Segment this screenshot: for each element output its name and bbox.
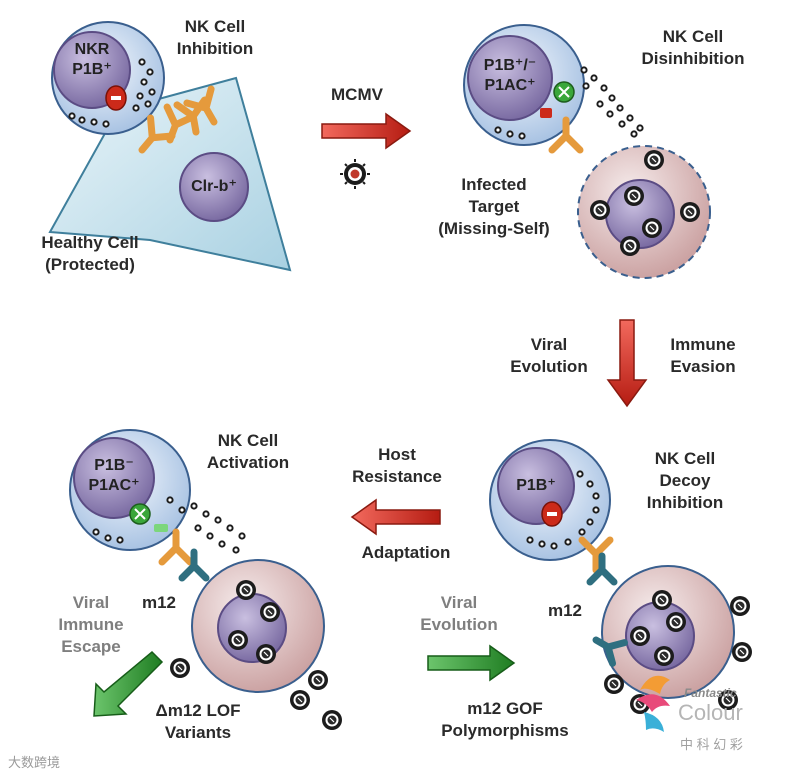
target-label-tl: Healthy Cell (Protected) (20, 232, 160, 276)
m12-label-bl: m12 (141, 593, 177, 612)
lof-variants-line2: Variants (164, 723, 232, 742)
nk-label-tl-line2: Inhibition (176, 39, 254, 58)
nk-label-br-line3: Inhibition (646, 493, 724, 512)
panel-healthy-inhibition (48, 21, 292, 272)
lof-variants-label: Δm12 LOF Variants (136, 700, 260, 744)
immune-evasion-line1: Immune (670, 335, 736, 354)
receptor-tr (540, 108, 580, 150)
nk-label-bl: NK Cell Activation (188, 430, 308, 474)
m12-label-br: m12 (547, 601, 583, 620)
nk-nucleus-bl (73, 437, 155, 519)
mcmv-label: MCMV (331, 85, 383, 104)
receptor-tl-line1: NKR (74, 41, 110, 58)
receptor-label-bl: P1B⁻ P1AC⁺ (78, 456, 150, 496)
watermark-brand-line1: Fantastic (684, 686, 737, 700)
receptor-tr-line1: P1B⁺/⁻ (483, 57, 537, 74)
nk-label-tl: NK Cell Inhibition (160, 16, 270, 60)
immune-evasion-line2: Evasion (670, 357, 736, 376)
target-label-tr: Infected Target (Missing-Self) (414, 174, 574, 240)
receptor-label-tr: P1B⁺/⁻ P1AC⁺ (470, 56, 550, 96)
panel-disinhibition (463, 24, 711, 279)
nk-label-tr: NK Cell Disinhibition (618, 26, 768, 70)
receptor-tr-line2: P1AC⁺ (484, 77, 536, 94)
viral-evolution-down-arrow (606, 319, 648, 408)
nk-label-tr-line1: NK Cell (662, 27, 724, 46)
watermark-brand-line2: Colour (678, 700, 743, 725)
receptor-tl-line2: P1B⁺ (72, 61, 112, 78)
nk-label-tl-line1: NK Cell (184, 17, 246, 36)
viral-evolution-gof-line1: Viral (440, 593, 478, 612)
immune-evasion-label: Immune Evasion (648, 334, 758, 378)
receptor-bl-line1: P1B⁻ (94, 457, 134, 474)
adaptation-label: Adaptation (361, 543, 451, 562)
target-label-tr-line2: Target (468, 197, 520, 216)
host-resistance-label: Host Resistance (332, 444, 462, 488)
target-nucleus-label-tl: Clr-b⁺ (191, 178, 237, 195)
receptor-bl-line2: P1AC⁺ (88, 477, 140, 494)
gof-polymorphisms-line2: Polymorphisms (441, 721, 569, 740)
host-resistance-line2: Resistance (352, 467, 442, 486)
watermark-cn: 中 科 幻 彩 (680, 737, 743, 752)
target-label-tl-line2: (Protected) (45, 255, 135, 274)
nk-label-br: NK Cell Decoy Inhibition (620, 448, 750, 514)
mcmv-arrow (321, 112, 412, 189)
host-resistance-line1: Host (378, 445, 416, 464)
receptor-bl (154, 524, 190, 562)
lof-variants-line1: Δm12 LOF (155, 701, 241, 720)
receptor-label-br: P1B⁺ (516, 477, 556, 494)
target-label-tr-line1: Infected (461, 175, 527, 194)
viral-evolution-gof-line2: Evolution (420, 615, 498, 634)
panel-nk-activation (69, 429, 343, 731)
healthy-cell-nucleus (179, 152, 249, 222)
viral-escape-label: Viral Immune Escape (36, 592, 146, 658)
gof-polymorphisms-label: m12 GOF Polymorphisms (420, 698, 590, 742)
nk-label-br-line1: NK Cell (654, 449, 716, 468)
target-label-tr-line3: (Missing-Self) (438, 219, 550, 238)
nk-label-bl-line1: NK Cell (217, 431, 279, 450)
viral-evolution-gof-arrow (427, 644, 516, 682)
mcmv-virion-icon (340, 159, 370, 189)
nk-label-tr-line2: Disinhibition (641, 49, 745, 68)
watermark-left: 大数跨境 (8, 755, 61, 770)
viral-evolution-label: Viral Evolution (494, 334, 604, 378)
panel-decoy-inhibition (489, 439, 753, 715)
viral-escape-arrow (93, 650, 164, 717)
target-label-tl-line1: Healthy Cell (41, 233, 139, 252)
host-resistance-arrow (350, 498, 441, 536)
fantastic-colour-logo (636, 675, 670, 732)
gof-polymorphisms-line1: m12 GOF (467, 699, 543, 718)
viral-escape-line1: Viral (72, 593, 110, 612)
nk-label-bl-line2: Activation (206, 453, 290, 472)
viral-evolution-line1: Viral (530, 335, 568, 354)
viral-evolution-gof-label: Viral Evolution (404, 592, 514, 636)
nk-nucleus-tr (467, 35, 553, 121)
nk-label-br-line2: Decoy (659, 471, 711, 490)
viral-escape-line3: Escape (61, 637, 121, 656)
viral-evolution-line2: Evolution (510, 357, 588, 376)
viral-escape-line2: Immune (58, 615, 124, 634)
receptor-label-tl: NKR P1B⁺ (62, 40, 122, 80)
receptor-br (582, 540, 610, 570)
